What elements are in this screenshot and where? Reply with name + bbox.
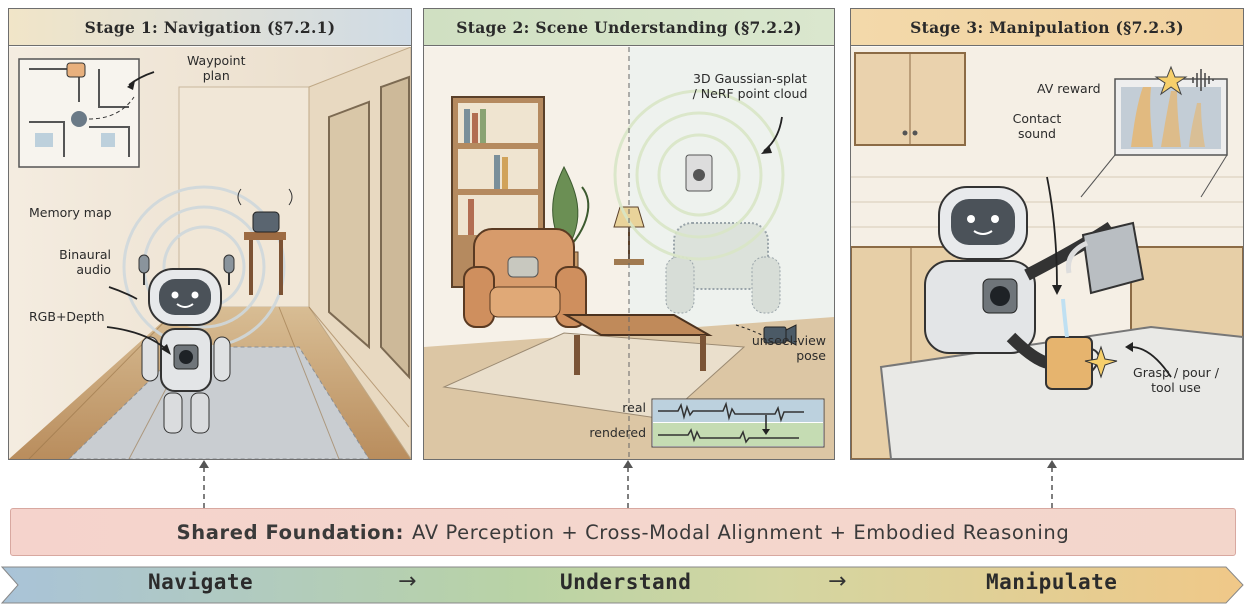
manipulation-scene: AV reward Contact sound Grasp / pour / t… <box>851 47 1243 459</box>
waypoint-arrow <box>128 71 155 86</box>
progression-arrow-bar <box>0 566 1244 604</box>
pitcher <box>1065 221 1145 295</box>
manipulation-illustration <box>851 47 1243 459</box>
stage-3-panel: Stage 3: Manipulation (§7.2.3) <box>850 8 1244 460</box>
scene-understanding-scene: 3D Gaussian-splat / NeRF point cloud uns… <box>424 47 834 459</box>
contact-sound-label: Contact sound <box>1012 111 1062 141</box>
stage-3-title: Stage 3: Manipulation (§7.2.3) <box>851 9 1243 46</box>
robot-icon <box>141 268 231 434</box>
av-reward-label: AV reward <box>1037 81 1101 96</box>
rendered-waveform-label: rendered <box>589 425 646 440</box>
camera-icon <box>763 324 797 346</box>
step-navigate: Navigate <box>148 570 254 594</box>
telephone-icon <box>66 62 86 78</box>
robot-icon <box>924 186 1115 370</box>
waveform-icon <box>658 401 804 444</box>
stage-1-title: Stage 1: Navigation (§7.2.1) <box>9 9 411 46</box>
microphone-icon <box>138 254 150 285</box>
shared-foundation-banner: Shared Foundation: AV Perception + Cross… <box>10 508 1236 556</box>
step-arrow-1: → <box>398 569 417 594</box>
gaussian-splat-label: 3D Gaussian-splat / NeRF point cloud <box>692 71 808 101</box>
scene-illustration <box>424 47 834 459</box>
stage-1-panel: Stage 1: Navigation (§7.2.1) <box>8 8 412 460</box>
binaural-audio-label: Binaural audio <box>59 247 111 277</box>
waveform-icon <box>1192 69 1214 91</box>
stage-2-title: Stage 2: Scene Understanding (§7.2.2) <box>424 9 834 46</box>
step-understand: Understand <box>560 570 692 594</box>
step-arrow-2: → <box>828 569 847 594</box>
unseen-view-pose-label: unseel-view pose <box>751 333 826 363</box>
rgb-depth-label: RGB+Depth <box>29 309 105 324</box>
real-waveform-label: real <box>622 400 646 415</box>
memory-map <box>18 58 140 168</box>
foundation-text: AV Perception + Cross-Modal Alignment + … <box>412 520 1070 544</box>
microphone-icon <box>223 254 235 285</box>
navigation-illustration <box>9 46 411 459</box>
grasp-pour-label: Grasp / pour / tool use <box>1133 365 1219 395</box>
step-manipulate: Manipulate <box>986 570 1118 594</box>
memory-map-label: Memory map <box>29 205 112 220</box>
armchair <box>463 228 587 328</box>
foundation-connectors <box>199 460 1057 508</box>
navigation-scene: Waypoint plan Memory map Binaural audio … <box>9 46 411 459</box>
star-icon <box>1154 65 1188 96</box>
foundation-heading: Shared Foundation: <box>176 520 405 544</box>
spectrogram-icon <box>1080 78 1228 198</box>
telephone-icon <box>252 211 280 233</box>
stage-2-panel: Stage 2: Scene Understanding (§7.2.2) <box>423 8 835 460</box>
waypoint-plan-label: Waypoint plan <box>187 53 246 83</box>
waveform-comparison <box>651 398 825 448</box>
